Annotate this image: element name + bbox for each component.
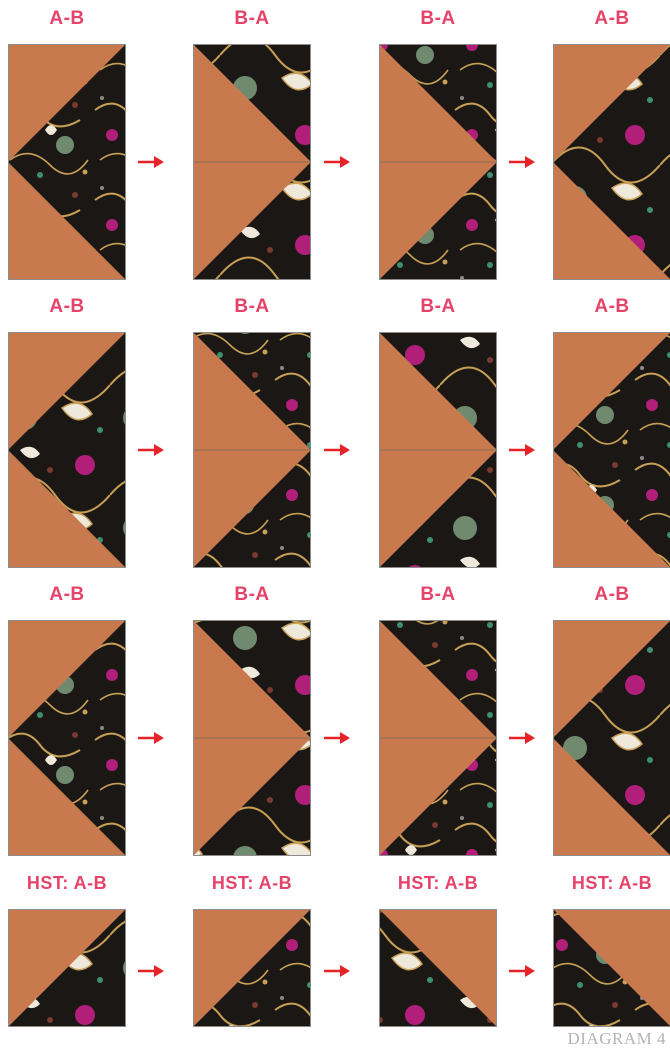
arrow-right-icon [509, 444, 535, 456]
block-label: B-A [187, 8, 317, 30]
arrow-right-icon [138, 965, 164, 977]
arrow-head [340, 156, 350, 168]
arrow-head [154, 156, 164, 168]
quilt-block-flying-geese-right [8, 620, 126, 856]
block-label: B-A [187, 296, 317, 318]
block-label: B-A [373, 584, 503, 606]
arrow-right-icon [509, 732, 535, 744]
quilt-block-hst-lower-left [8, 909, 126, 1027]
diagram-caption: DIAGRAM 4 [568, 1029, 666, 1049]
quilt-block-hst-upper-right [553, 909, 670, 1027]
quilt-block-flying-geese-left [193, 332, 311, 568]
block-label: B-A [373, 8, 503, 30]
block-label: A-B [2, 296, 132, 318]
quilt-block-flying-geese-left [379, 44, 497, 280]
quilt-block-flying-geese-left [193, 620, 311, 856]
quilt-block-flying-geese-right [553, 620, 670, 856]
arrow-right-icon [324, 444, 350, 456]
quilt-block-hst-upper-right [379, 909, 497, 1027]
block-label: A-B [547, 8, 670, 30]
arrow-head [154, 444, 164, 456]
arrow-head [525, 444, 535, 456]
block-label: HST: A-B [547, 873, 670, 894]
block-label: A-B [2, 8, 132, 30]
arrow-right-icon [324, 156, 350, 168]
block-label: A-B [547, 584, 670, 606]
block-label: A-B [2, 584, 132, 606]
block-label: B-A [187, 584, 317, 606]
arrow-right-icon [138, 156, 164, 168]
block-label: B-A [373, 296, 503, 318]
quilt-block-flying-geese-left [193, 44, 311, 280]
arrow-head [525, 732, 535, 744]
quilt-block-flying-geese-right [8, 332, 126, 568]
block-label: HST: A-B [2, 873, 132, 894]
quilt-block-flying-geese-right [8, 44, 126, 280]
arrow-right-icon [324, 965, 350, 977]
block-label: A-B [547, 296, 670, 318]
arrow-right-icon [509, 156, 535, 168]
quilt-block-flying-geese-left [379, 620, 497, 856]
arrow-head [340, 965, 350, 977]
quilt-block-flying-geese-left [379, 332, 497, 568]
quilt-block-flying-geese-right [553, 44, 670, 280]
arrow-right-icon [324, 732, 350, 744]
arrow-head [525, 156, 535, 168]
arrow-right-icon [138, 444, 164, 456]
arrow-head [154, 732, 164, 744]
arrow-right-icon [509, 965, 535, 977]
arrow-right-icon [138, 732, 164, 744]
quilt-block-hst-lower-left [193, 909, 311, 1027]
block-label: HST: A-B [373, 873, 503, 894]
arrow-head [525, 965, 535, 977]
arrow-head [340, 444, 350, 456]
arrow-head [154, 965, 164, 977]
quilt-block-flying-geese-right [553, 332, 670, 568]
block-label: HST: A-B [187, 873, 317, 894]
arrow-head [340, 732, 350, 744]
